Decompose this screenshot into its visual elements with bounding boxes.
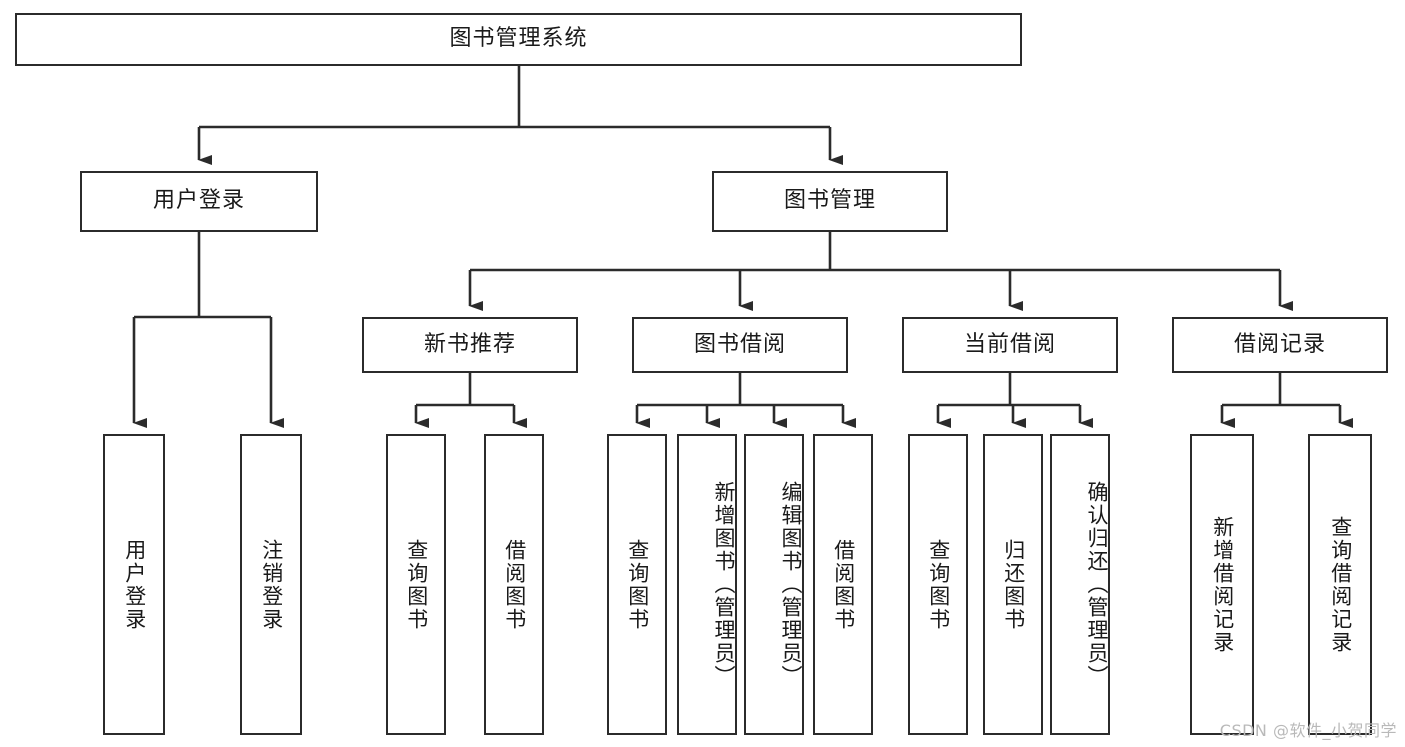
- csdn-watermark: CSDN @软件_小贺同学: [1219, 721, 1397, 740]
- node-root[interactable]: 图书管理系统: [15, 13, 1022, 66]
- leaf-user-login[interactable]: 用户登录: [103, 434, 165, 735]
- leaf-query-borrow-record[interactable]: 查询借阅记录: [1308, 434, 1372, 735]
- leaf-add-book-admin[interactable]: 新增图书（管理员）: [677, 434, 737, 735]
- leaf-user-logout[interactable]: 注销登录: [240, 434, 302, 735]
- node-borrow-record[interactable]: 借阅记录: [1172, 317, 1388, 373]
- node-new-book-recommend[interactable]: 新书推荐: [362, 317, 578, 373]
- leaf-edit-book-admin[interactable]: 编辑图书（管理员）: [744, 434, 804, 735]
- leaf-query-book-newbook[interactable]: 查询图书: [386, 434, 446, 735]
- leaf-return-book[interactable]: 归还图书: [983, 434, 1043, 735]
- node-current-borrow[interactable]: 当前借阅: [902, 317, 1118, 373]
- leaf-add-borrow-record[interactable]: 新增借阅记录: [1190, 434, 1254, 735]
- node-user-login[interactable]: 用户登录: [80, 171, 318, 232]
- leaf-query-book-current[interactable]: 查询图书: [908, 434, 968, 735]
- node-book-borrow[interactable]: 图书借阅: [632, 317, 848, 373]
- leaf-borrow-book[interactable]: 借阅图书: [813, 434, 873, 735]
- leaf-query-book-borrow[interactable]: 查询图书: [607, 434, 667, 735]
- leaf-confirm-return-admin[interactable]: 确认归还（管理员）: [1050, 434, 1110, 735]
- node-book-management[interactable]: 图书管理: [712, 171, 948, 232]
- leaf-borrow-book-newbook[interactable]: 借阅图书: [484, 434, 544, 735]
